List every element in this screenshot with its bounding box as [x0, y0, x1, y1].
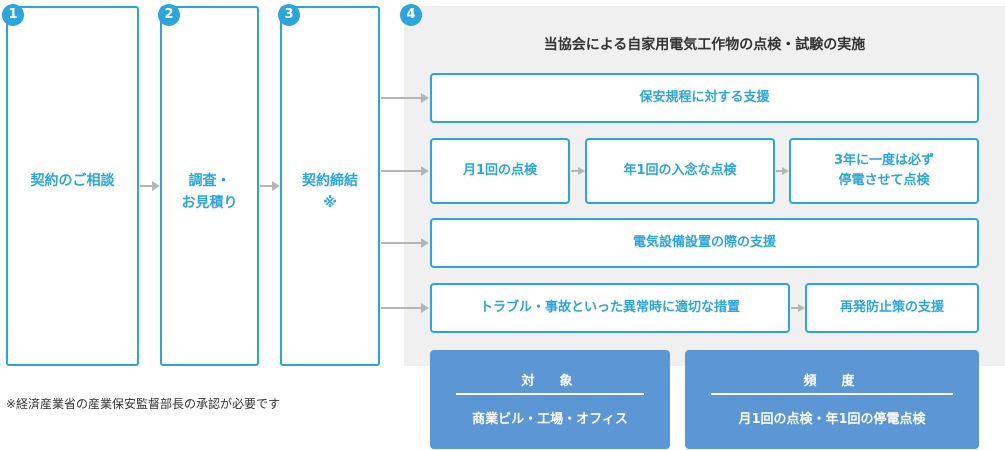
target-heading: 対 象: [521, 374, 579, 389]
step-1-box: 契約のご相談: [6, 6, 139, 366]
step-3-box: 契約締結 ※: [280, 6, 380, 366]
step-2-badge: 2: [158, 4, 180, 26]
support-rules-box: 保安規程に対する支援: [430, 73, 979, 123]
arrowhead-3-trouble: [421, 303, 429, 313]
target-body: 商業ビル・工場・オフィス: [472, 412, 628, 427]
arrowhead-3-support: [421, 93, 429, 103]
step-1-label: 契約のご相談: [30, 173, 115, 189]
step-2-box: 調査・ お見積り: [160, 6, 259, 366]
step-4-badge: 4: [400, 4, 422, 26]
arrowhead-1-2: [152, 181, 160, 191]
step-3-label: 契約締結 ※: [302, 173, 358, 211]
installation-support-box: 電気設備設置の際の支援: [430, 218, 979, 268]
target-divider: [456, 393, 644, 395]
implementation-title: 当協会による自家用電気工作物の点検・試験の実施: [543, 37, 866, 53]
arrowhead-2-3: [272, 181, 280, 191]
trouble-measures-box: トラブル・事故といった異常時に適切な措置: [430, 283, 790, 333]
arrowhead-3-installation: [421, 238, 429, 248]
arrowhead-monthly-annual: [578, 167, 585, 175]
frequency-box: 頻 度 月1回の点検・年1回の停電点検: [685, 350, 979, 449]
arrowhead-annual-triennial: [782, 167, 789, 175]
frequency-heading: 頻 度: [803, 374, 861, 389]
prevention-support-box: 再発防止策の支援: [805, 283, 979, 333]
approval-note: ※経済産業省の産業保安監督部長の承認が必要です: [6, 397, 281, 411]
arrowhead-trouble-prevention: [798, 304, 805, 312]
target-box: 対 象 商業ビル・工場・オフィス: [430, 350, 670, 449]
arrowhead-3-monthly: [421, 166, 429, 176]
triennial-inspection-box: 3年に一度は必ず 停電させて点検: [789, 138, 979, 204]
frequency-body: 月1回の点検・年1回の停電点検: [738, 412, 926, 427]
annual-inspection-box: 年1回の入念な点検: [585, 138, 775, 204]
frequency-divider: [711, 393, 953, 395]
monthly-inspection-box: 月1回の点検: [430, 138, 570, 204]
step-1-badge: 1: [2, 4, 24, 26]
step-2-label: 調査・ お見積り: [181, 173, 238, 211]
step-3-badge: 3: [278, 4, 300, 26]
